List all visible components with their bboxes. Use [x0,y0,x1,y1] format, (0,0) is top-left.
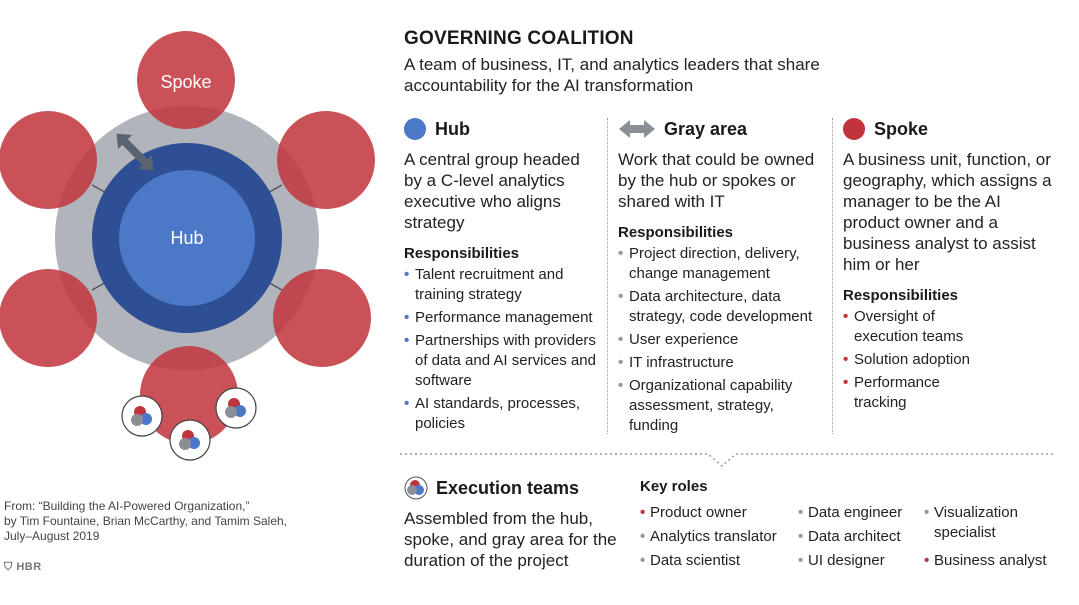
column-divider [832,118,833,434]
source-citation: From: “Building the AI-Powered Organizat… [4,499,287,544]
list-item: •Solution adoption [843,351,970,368]
execution-heading: Execution teams [436,477,580,498]
source-line: by Tim Fountaine, Brian McCarthy, and Ta… [4,514,288,528]
role-item: •Analytics translator [640,528,777,545]
execution-heading-row: Execution teams [404,476,579,500]
spoke-top [137,31,235,129]
spoke-bottom [140,346,238,444]
hub-column: Hub A central group headed by a C-level … [404,118,604,437]
spoke-lower-right [273,269,371,367]
execution-team-icon [404,476,428,500]
gray-area-column: Gray area Work that could be owned by th… [618,118,823,439]
role-item: •Data engineer [798,504,903,521]
hub-spoke-diagram: Hub Spoke [0,31,375,461]
brand-label: HBR [16,561,42,573]
list-item: •Partnerships with providers of data and… [404,332,596,389]
list-item: •IT infrastructure [618,354,734,371]
list-item: •Organizational capability assessment, s… [618,377,793,434]
role-item: •Data architect [798,528,901,545]
list-item: •User experience [618,331,739,348]
role-item: •Business analyst [924,552,1047,569]
spoke-responsibilities-list: •Oversight of execution teams •Solution … [843,307,978,413]
double-arrow-icon [116,133,154,171]
source-line: From: “Building the AI-Powered Organizat… [4,499,250,513]
spoke-heading-row: Spoke [843,118,1068,140]
spoke-responsibilities-heading: Responsibilities [843,287,959,304]
blue-circle-icon [404,118,426,140]
hub-description: A central group headed by a C-level anal… [404,150,580,232]
hub-heading: Hub [435,118,470,139]
hbr-logo: ⛉ HBR [4,561,42,574]
list-item: •Performance tracking [843,374,940,411]
list-item: •Oversight of execution teams [843,308,964,345]
role-item: •Visualization specialist [924,504,1018,541]
gray-heading-row: Gray area [618,118,823,140]
hub-heading-row: Hub [404,118,604,140]
gray-heading: Gray area [664,118,748,139]
spoke-heading: Spoke [874,118,929,139]
spoke-description: A business unit, function, or geography,… [843,150,1052,274]
red-circle-icon [843,118,865,140]
hub-circle [119,170,255,306]
list-item: •Project direction, delivery, change man… [618,245,800,282]
list-item: •AI standards, processes, policies [404,395,581,432]
spoke-lower-left [0,269,97,367]
list-item: •Performance management [404,309,593,326]
shield-icon: ⛉ [4,561,13,573]
spoke-column: Spoke A business unit, function, or geog… [843,118,1068,416]
page-title: GOVERNING COALITION [404,28,634,49]
gray-responsibilities-heading: Responsibilities [618,224,734,241]
hub-responsibilities-list: •Talent recruitment and training strateg… [404,265,604,434]
section-divider [400,453,1054,467]
execution-team-icon [215,387,257,429]
spoke-label: Spoke [160,72,211,92]
source-line: July–August 2019 [4,529,100,543]
key-roles-heading: Key roles [640,478,708,495]
hub-label: Hub [170,228,203,248]
gray-responsibilities-list: •Project direction, delivery, change man… [618,244,818,436]
role-item: •Data scientist [640,552,741,569]
execution-team-icon [169,419,211,461]
role-item: •Product owner [640,504,747,521]
execution-description: Assembled from the hub, spoke, and gray … [404,509,617,570]
list-item: •Talent recruitment and training strateg… [404,266,564,303]
hub-responsibilities-heading: Responsibilities [404,245,520,262]
execution-team-icon [121,395,163,437]
spoke-upper-right [277,111,375,209]
page-subtitle: A team of business, IT, and analytics le… [404,55,820,95]
spoke-upper-left [0,111,97,209]
role-item: •UI designer [798,552,885,569]
gray-description: Work that could be owned by the hub or s… [618,150,815,211]
list-item: •Data architecture, data strategy, code … [618,288,813,325]
double-arrow-icon [619,120,655,138]
column-divider [607,118,608,434]
